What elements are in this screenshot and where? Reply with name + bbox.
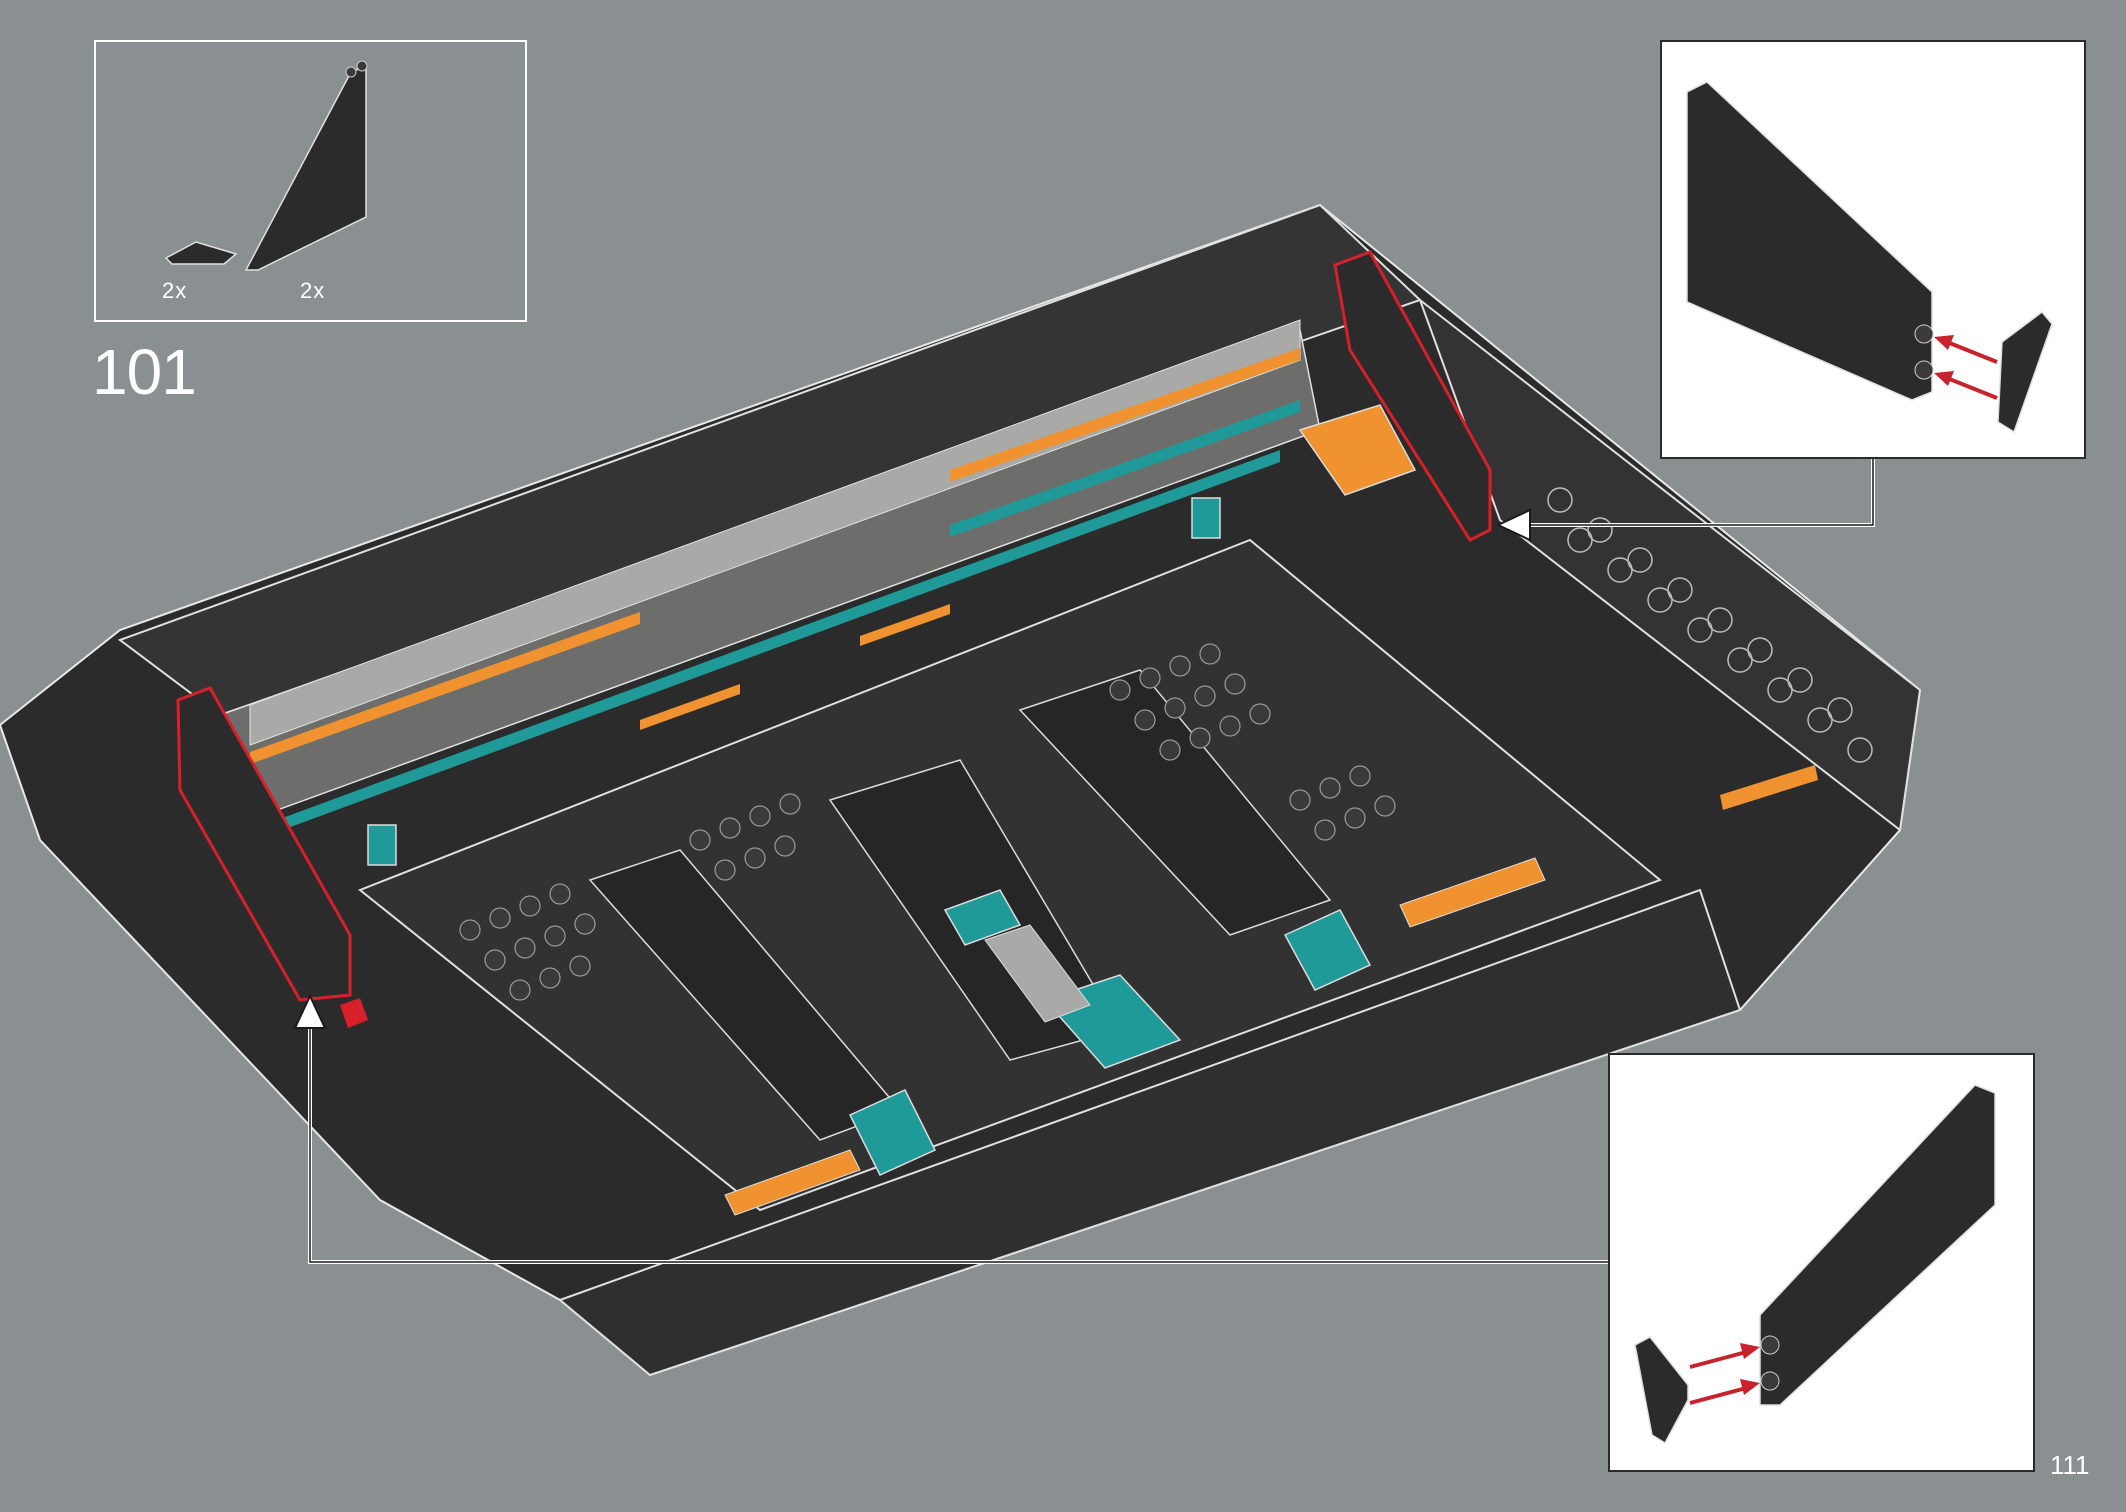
callout-line-bottom-dark xyxy=(309,1010,1608,1263)
slope-detail-icon xyxy=(1686,81,1933,401)
teal-plate-top xyxy=(943,889,1022,946)
slope-right-new xyxy=(1333,250,1492,542)
orange-strip-3 xyxy=(640,684,740,730)
front-rim xyxy=(558,888,1742,1377)
wedge-plate-detail-icon xyxy=(1997,310,2053,434)
orange-strip-4 xyxy=(860,604,950,646)
page-number: 111 xyxy=(2050,1450,2090,1480)
teal-wedge-right xyxy=(1283,909,1372,991)
callout-line-top-dark xyxy=(1510,459,1874,526)
callout-bottom xyxy=(1608,1053,2035,1472)
red-wedge-highlight xyxy=(340,998,368,1028)
parts-list-box: 2x 2x xyxy=(94,40,527,322)
callout-arrow-top xyxy=(1495,508,1531,542)
qty-wedge-plate: 2x xyxy=(162,278,188,303)
orange-tile-right xyxy=(1399,857,1546,928)
step-number: 101 xyxy=(92,336,197,408)
orange-tile-right-side xyxy=(1720,765,1818,810)
slope-detail-icon xyxy=(1759,1084,1996,1406)
slope-left-new xyxy=(176,686,352,1002)
right-wall-studs xyxy=(1547,487,1873,763)
orange-strip-1 xyxy=(250,612,640,764)
teal-strip-upper xyxy=(950,400,1300,537)
qty-slope-tall: 2x xyxy=(300,278,326,303)
orange-tile-left xyxy=(724,1149,861,1216)
callout-arrow-bottom xyxy=(293,993,327,1029)
orange-strip-2 xyxy=(950,348,1300,482)
orange-brick-corner xyxy=(1298,404,1417,496)
teal-posts xyxy=(367,497,1221,866)
grey-strip-center xyxy=(984,924,1091,1023)
floor-studs xyxy=(459,643,1396,1001)
wedge-plate-detail-icon xyxy=(1634,1336,1689,1445)
floor-divider-right xyxy=(1018,669,1332,936)
callout-top xyxy=(1660,40,2086,459)
wedge-plate-icon xyxy=(164,241,238,265)
teal-strip-back xyxy=(250,450,1280,842)
slope-tall-icon xyxy=(244,64,367,271)
teal-wedge-left xyxy=(848,1089,937,1176)
